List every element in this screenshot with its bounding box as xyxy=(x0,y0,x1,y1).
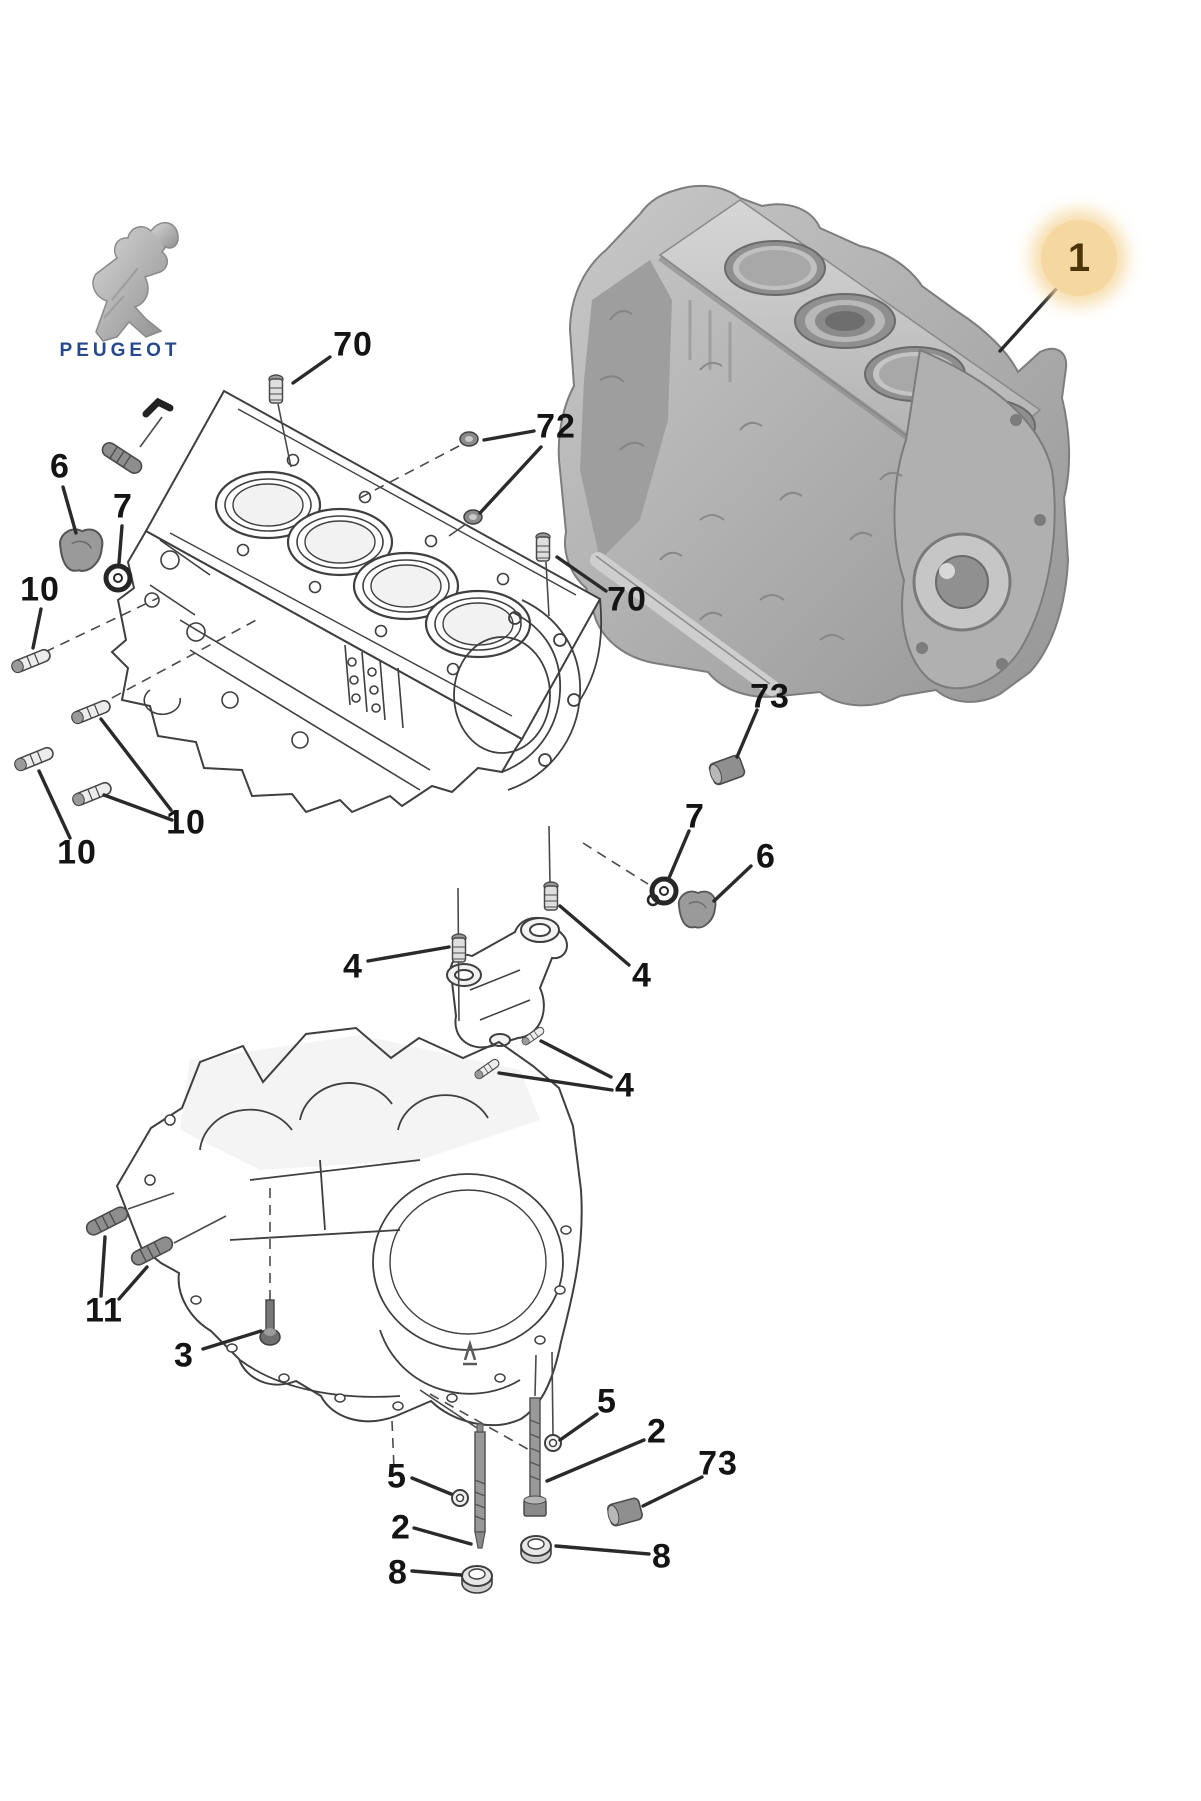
callout-10-middle: 10 xyxy=(166,803,206,842)
engine-block-render xyxy=(557,184,1071,707)
stud-upper-left xyxy=(98,439,146,477)
cap-6-left xyxy=(59,528,104,572)
callout-10-upper-left: 10 xyxy=(20,570,60,609)
cap-6-right xyxy=(677,890,717,929)
callout-72: 72 xyxy=(536,407,576,446)
callout-73-bottom: 73 xyxy=(698,1444,738,1483)
callout-5-right: 5 xyxy=(597,1382,617,1421)
fasteners xyxy=(9,374,747,1594)
callout-8-left: 8 xyxy=(388,1553,408,1592)
callout-2-right: 2 xyxy=(647,1412,667,1451)
callout-7-left: 7 xyxy=(113,487,133,526)
peugeot-lion-icon xyxy=(92,221,179,342)
callout-11: 11 xyxy=(85,1291,123,1330)
stud-11-b xyxy=(128,1233,176,1269)
callout-70-right: 70 xyxy=(607,580,647,619)
washer-8-right xyxy=(520,1535,552,1564)
bolt-4-left xyxy=(451,933,467,963)
callout-73-right: 73 xyxy=(750,677,790,716)
oring-7-right xyxy=(652,879,676,903)
brand-name: PEUGEOT xyxy=(59,340,181,361)
callout-4-right: 4 xyxy=(632,956,652,995)
nut-72-a xyxy=(459,431,479,447)
engine-mount-bracket-drawing xyxy=(446,916,568,1049)
leader-lines xyxy=(31,275,1069,1577)
callout-3: 3 xyxy=(174,1336,194,1375)
stud-10-c xyxy=(69,698,113,726)
stud-10-b xyxy=(12,745,56,773)
oring-7-right-small xyxy=(646,893,660,907)
washer-5-left xyxy=(451,1489,469,1507)
callout-8-right: 8 xyxy=(652,1537,672,1576)
cylinder-block-outline-drawing xyxy=(110,389,603,814)
bedplate-oil-pan-drawing xyxy=(115,1026,583,1427)
nut-8-left xyxy=(461,1565,493,1594)
callout-2-left: 2 xyxy=(391,1508,411,1547)
callout-70-top: 70 xyxy=(333,325,373,364)
stud-10-a xyxy=(9,647,53,675)
highlight-badge-1: 1 xyxy=(1041,220,1117,296)
washer-5-right xyxy=(544,1434,562,1452)
cropped-label-fragment xyxy=(142,397,174,418)
callout-4-bottom: 4 xyxy=(615,1066,635,1105)
callout-10-lower-left: 10 xyxy=(57,833,97,872)
stud-70-top xyxy=(268,374,284,404)
plug-73-right xyxy=(706,753,747,787)
bolt-4-right xyxy=(543,881,559,911)
callout-7-right: 7 xyxy=(685,797,705,836)
callout-5-left: 5 xyxy=(387,1457,407,1496)
flywheel-flange xyxy=(893,348,1056,690)
bolt-70-right xyxy=(535,532,551,562)
plug-73-bottom xyxy=(604,1496,645,1528)
long-bolt-a xyxy=(474,1423,486,1549)
stud-11-a xyxy=(83,1203,131,1239)
projection-lines xyxy=(44,403,649,1469)
bolt-3 xyxy=(259,1299,281,1346)
oring-7-left xyxy=(106,566,130,590)
callout-6-right: 6 xyxy=(756,837,776,876)
long-bolt-b xyxy=(523,1397,547,1517)
callout-4-left: 4 xyxy=(343,947,363,986)
callout-6-left: 6 xyxy=(50,447,70,486)
stud-10-d xyxy=(70,780,114,808)
